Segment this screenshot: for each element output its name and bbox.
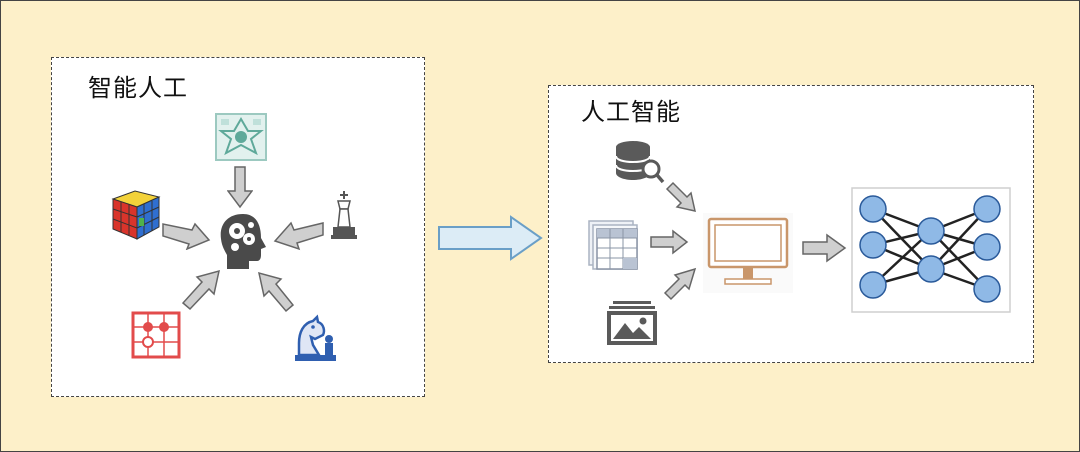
arrow-up-right-small-icon bbox=[663, 265, 699, 301]
computer-monitor-icon bbox=[703, 213, 793, 293]
rubiks-cube-icon bbox=[109, 187, 163, 241]
image-gallery-icon bbox=[605, 299, 657, 347]
left-panel-title: 智能人工 bbox=[88, 74, 188, 102]
human-head-brain-icon bbox=[215, 211, 271, 271]
arrow-right-small-icon bbox=[649, 229, 689, 255]
database-search-icon bbox=[613, 139, 665, 185]
table-grid-icon bbox=[587, 219, 641, 271]
chess-king-icon bbox=[329, 189, 359, 241]
right-panel-title: 人工智能 bbox=[581, 98, 681, 126]
arrow-up-right-icon bbox=[181, 269, 221, 311]
big-arrow-right-icon bbox=[437, 215, 543, 261]
chess-knight-icon bbox=[291, 313, 341, 363]
arrow-up-left-icon bbox=[257, 271, 295, 313]
go-board-icon bbox=[131, 311, 181, 359]
arrow-left-icon bbox=[273, 217, 325, 251]
sudoku-star-icon bbox=[215, 113, 267, 161]
arrow-down-icon bbox=[227, 165, 253, 209]
arrow-right-network-icon bbox=[801, 233, 847, 263]
arrow-down-right-icon bbox=[665, 181, 699, 215]
arrow-right-icon bbox=[161, 216, 211, 250]
neural-network-icon bbox=[851, 187, 1011, 313]
